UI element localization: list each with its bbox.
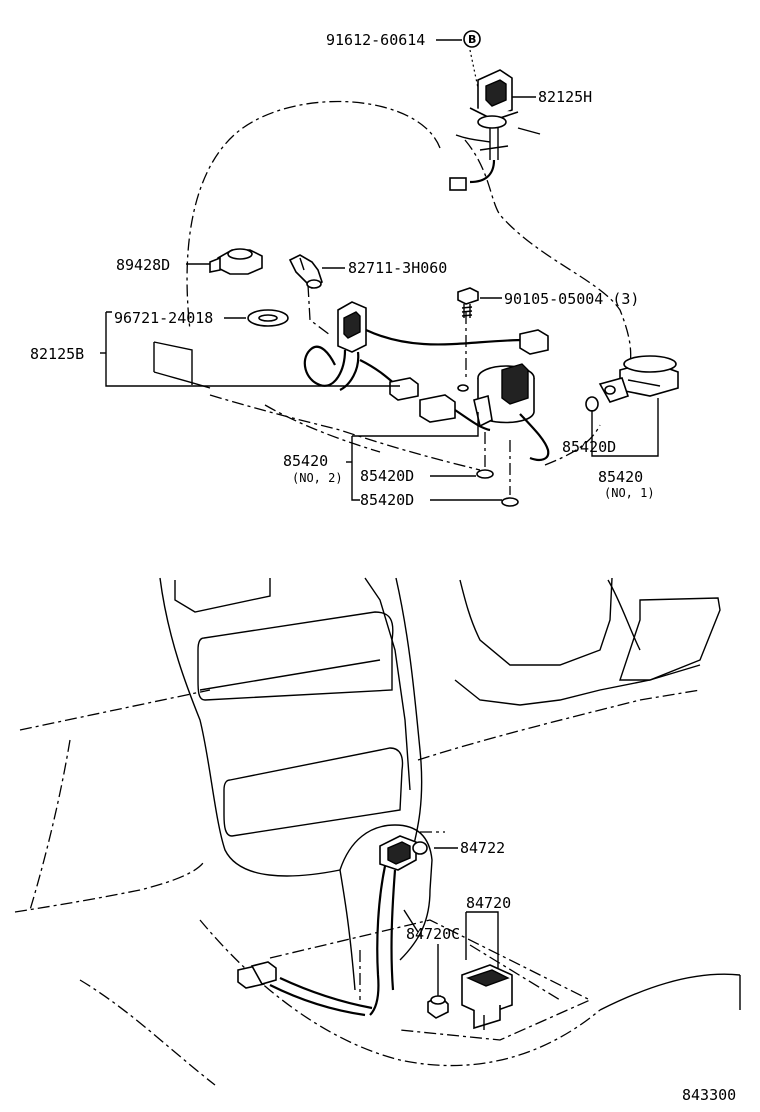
washer-85420d-c xyxy=(585,396,599,412)
badge-b-circle xyxy=(463,30,481,48)
sensor-82125h xyxy=(449,69,541,191)
sensor-85420-no2 xyxy=(419,363,550,507)
bracket-dashline xyxy=(307,284,331,336)
label-96721-24018: 96721-24018 xyxy=(114,309,213,327)
label-82711-3h060: 82711-3H060 xyxy=(348,259,447,277)
switch-84722 xyxy=(237,835,428,1017)
sensor-85420-no1 xyxy=(585,355,679,412)
label-85420d-a: 85420D xyxy=(360,467,414,485)
console-outline xyxy=(159,577,741,1011)
label-85420-no1: 85420 xyxy=(598,468,643,486)
label-90105-05004: 90105-05004 (3) xyxy=(504,290,639,308)
label-91612-60614: 91612-60614 xyxy=(326,31,425,49)
label-85420-no2-note: (NO, 2) xyxy=(292,471,343,485)
label-85420-no1-note: (NO, 1) xyxy=(604,486,655,500)
label-84722: 84722 xyxy=(460,839,505,857)
floor-dashlines xyxy=(14,689,701,1086)
washer-85420d-a xyxy=(476,469,494,479)
switch-89428d xyxy=(209,248,263,275)
washer-85420d-b xyxy=(501,497,519,507)
bolt-b-dotline xyxy=(469,49,479,89)
harness-route-lower xyxy=(209,394,481,471)
part-labels: 91612-60614 B 82125H 89428D 82711-3H060 … xyxy=(30,30,736,1104)
bolt-90105 xyxy=(457,287,479,318)
label-85420d-b: 85420D xyxy=(360,491,414,509)
label-82125b: 82125B xyxy=(30,345,84,363)
label-84720: 84720 xyxy=(466,894,511,912)
diagram-code: 843300 xyxy=(682,1086,736,1104)
label-85420d-c: 85420D xyxy=(562,438,616,456)
label-89428d: 89428D xyxy=(116,256,170,274)
grommet-96721 xyxy=(247,309,289,327)
harness-82125b xyxy=(153,301,549,401)
harness-outline xyxy=(186,100,441,331)
switch-84720 xyxy=(427,964,513,1030)
leader-lines-upper xyxy=(100,39,659,501)
bracket-82711 xyxy=(288,254,323,290)
harness-route-lower2 xyxy=(264,404,381,453)
label-82125h: 82125H xyxy=(538,88,592,106)
harness-to-sensor1 xyxy=(544,424,601,466)
harness-route-right xyxy=(464,139,632,366)
label-84720c: 84720C xyxy=(406,925,460,943)
leader-lines-lower xyxy=(403,847,499,996)
label-85420-no2: 85420 xyxy=(283,452,328,470)
label-badge-b: B xyxy=(468,33,476,46)
